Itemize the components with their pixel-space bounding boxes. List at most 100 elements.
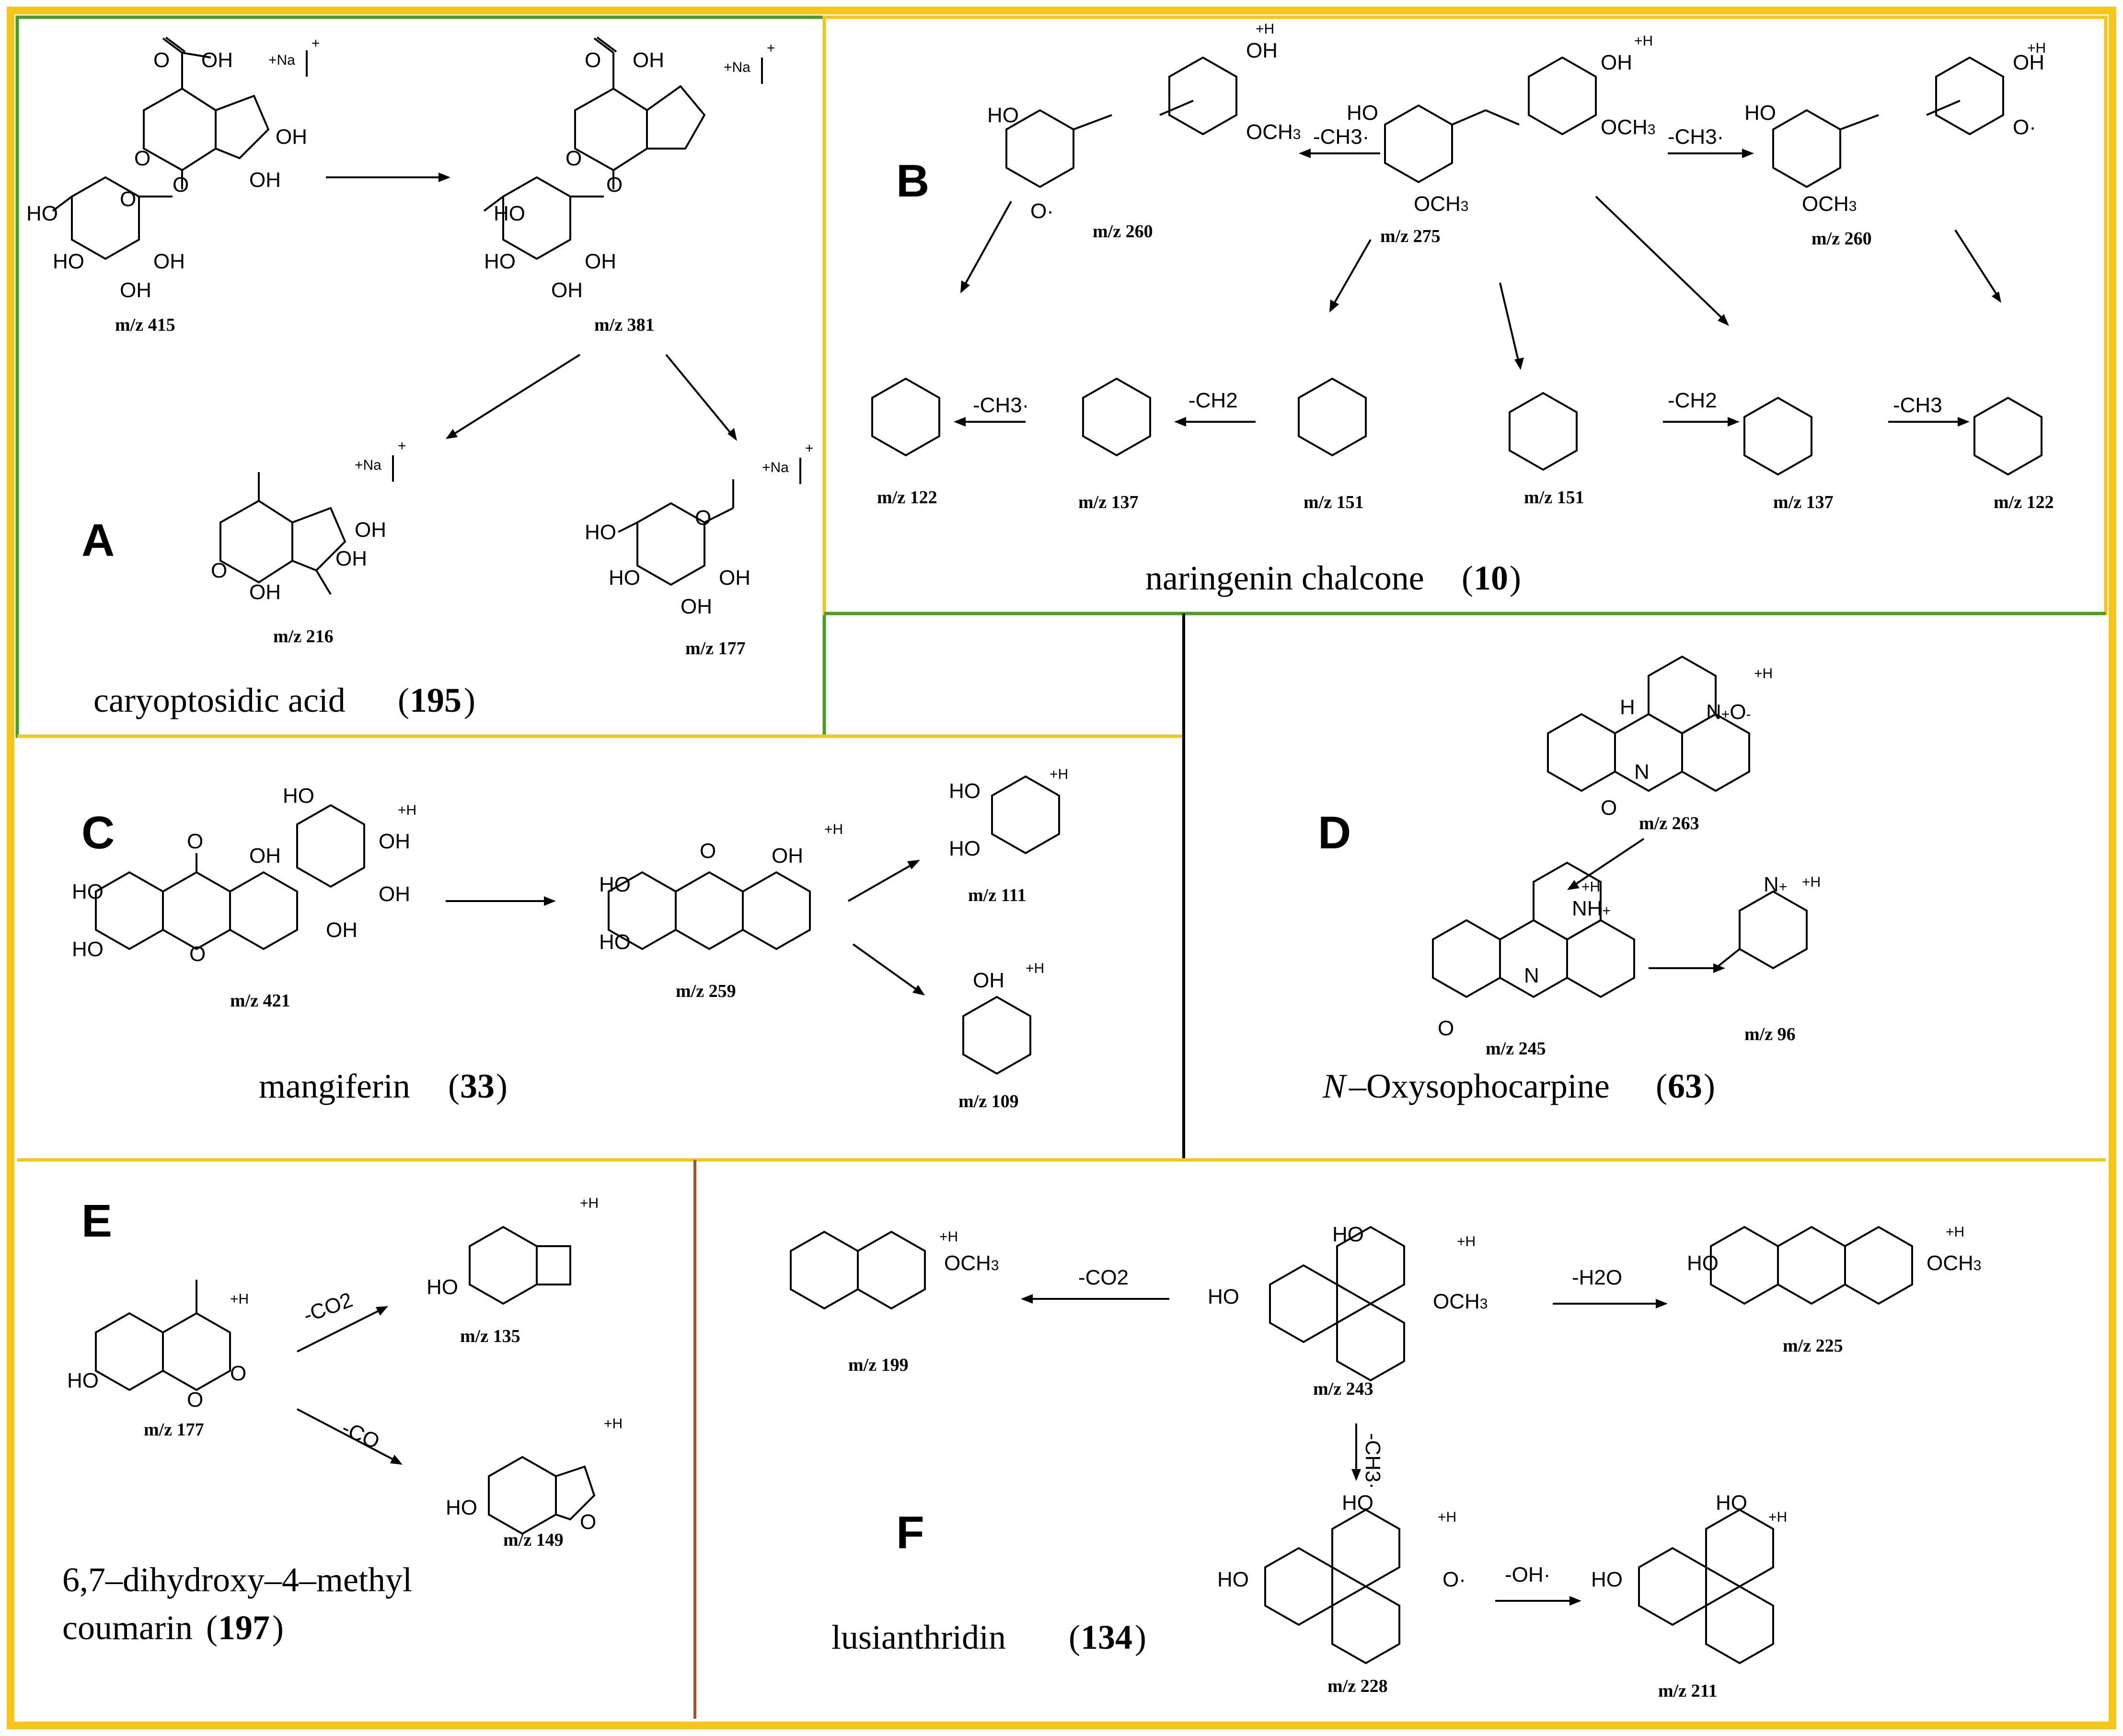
ion-label-b2: m/z 275 (1380, 226, 1441, 246)
svg-text:HO: HO (72, 937, 104, 961)
svg-text:OH: OH (1601, 51, 1632, 74)
svg-text:N+O-: N+O- (1706, 700, 1751, 724)
svg-text:HO: HO (1591, 1568, 1623, 1591)
ion-label-b9: m/z 122 (1994, 492, 2054, 512)
svg-text:): ) (1510, 559, 1521, 597)
svg-text:(: ( (398, 681, 409, 719)
svg-text:+H: +H (1256, 21, 1274, 37)
svg-text:HO: HO (283, 784, 314, 808)
svg-text:OH: OH (249, 168, 281, 192)
ion-label-d3: m/z 96 (1744, 1024, 1796, 1044)
svg-text:O: O (187, 830, 203, 853)
svg-text:HO: HO (599, 873, 631, 896)
svg-text:+H: +H (1754, 666, 1773, 682)
svg-text:O: O (189, 942, 206, 966)
ion-label-c1: m/z 421 (230, 991, 290, 1011)
ion-label-f1: m/z 199 (848, 1355, 909, 1375)
loss-label-b3: -CH3· (973, 393, 1029, 417)
svg-text:HO: HO (949, 837, 981, 860)
svg-text:O: O (1601, 796, 1617, 820)
outer-frame (7, 7, 2116, 1729)
panel-letter-c: C (81, 807, 115, 858)
svg-text:HO: HO (53, 250, 84, 273)
svg-text:HO: HO (446, 1496, 477, 1519)
svg-text:OH: OH (772, 844, 803, 868)
svg-text:+H: +H (1768, 1509, 1787, 1525)
svg-text:+H: +H (1802, 874, 1821, 890)
svg-text:O: O (230, 1362, 246, 1385)
ion-label-d2: m/z 245 (1486, 1039, 1546, 1059)
svg-text:N: N (1634, 760, 1650, 784)
svg-text:O: O (153, 48, 170, 72)
svg-text:HO: HO (949, 779, 981, 803)
ion-label-b4: m/z 122 (877, 487, 937, 508)
svg-text:O: O (187, 1388, 203, 1412)
svg-text:O: O (585, 48, 601, 72)
loss-label-e1: -CO2 (300, 1288, 356, 1327)
ion-label-f2: m/z 243 (1313, 1379, 1373, 1399)
panel-a-frame (15, 15, 826, 738)
loss-label-b4: -CH2 (1188, 389, 1238, 412)
svg-text:+H: +H (604, 1416, 623, 1432)
svg-text:O: O (173, 173, 189, 197)
svg-text:(: ( (1462, 559, 1473, 597)
svg-text:O: O (700, 839, 716, 863)
svg-text:+: + (767, 40, 775, 56)
compound-name-f: lusianthridin (831, 1618, 1006, 1656)
loss-label-f4: -OH· (1505, 1563, 1550, 1586)
ion-label-d1: m/z 263 (1639, 813, 1699, 833)
loss-label-b1: -CH3· (1313, 125, 1369, 149)
svg-text:OH: OH (585, 250, 616, 273)
ion-label-a4: m/z 177 (685, 638, 746, 659)
svg-text:HO: HO (72, 880, 104, 903)
panel-letter-f: F (896, 1507, 924, 1558)
compound-name-a: caryoptosidic acid (93, 681, 346, 719)
svg-text:OH: OH (335, 547, 367, 570)
svg-text:O: O (565, 147, 582, 170)
svg-text:): ) (1704, 1067, 1715, 1105)
svg-text:+H: +H (2027, 40, 2046, 56)
compound-name-e-line1: 6,7–dihydroxy–4–methyl (62, 1561, 412, 1599)
svg-text:OH: OH (249, 844, 281, 868)
svg-text:OH: OH (379, 830, 410, 853)
compound-name-e-line2: coumarin (62, 1609, 193, 1647)
ion-label-f4: m/z 228 (1327, 1676, 1388, 1696)
svg-text:+Na: +Na (724, 59, 750, 75)
svg-text:NH+: NH+ (1572, 897, 1611, 920)
svg-text:+H: +H (1634, 33, 1653, 49)
svg-text:+Na: +Na (268, 52, 295, 68)
svg-text:HO: HO (494, 202, 525, 225)
ion-label-c3: m/z 111 (968, 885, 1026, 905)
svg-text:HO: HO (1716, 1491, 1747, 1515)
svg-text:OH: OH (973, 969, 1004, 992)
loss-label-e2: -CO (338, 1416, 383, 1454)
loss-label-f3: -CH3· (1361, 1433, 1385, 1489)
svg-text:OH: OH (276, 125, 307, 149)
panel-letter-d: D (1318, 807, 1351, 858)
svg-text:HO: HO (609, 566, 640, 590)
svg-text:+H: +H (939, 1229, 958, 1245)
svg-text:OH: OH (201, 48, 233, 72)
ion-label-b6: m/z 151 (1304, 492, 1364, 512)
svg-text:O: O (120, 187, 136, 211)
svg-text:+H: +H (1026, 961, 1044, 976)
ion-label-e1: m/z 177 (144, 1420, 204, 1440)
compound-number-c: 33 (460, 1067, 495, 1105)
structure-mz216 (219, 472, 346, 595)
ion-label-b8: m/z 137 (1773, 492, 1834, 512)
svg-text:+Na: +Na (762, 460, 789, 475)
svg-text:OH: OH (153, 250, 185, 273)
svg-text:+H: +H (1438, 1509, 1456, 1525)
svg-text:(: ( (206, 1609, 218, 1647)
svg-text:OH: OH (633, 48, 664, 72)
svg-text:HO: HO (26, 202, 58, 225)
svg-text:+Na: +Na (355, 457, 381, 473)
svg-text:+H: +H (1457, 1234, 1476, 1250)
svg-text:HO: HO (1217, 1568, 1249, 1591)
